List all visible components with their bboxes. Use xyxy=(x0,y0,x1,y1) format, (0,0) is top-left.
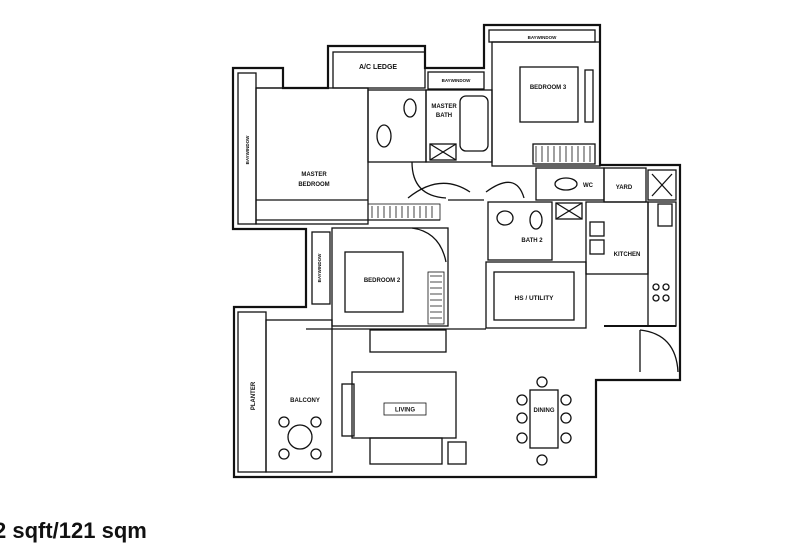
planter-label: PLANTER xyxy=(251,381,257,410)
balcony-label: BALCONY xyxy=(290,398,320,404)
area-caption: 2 sqft/121 sqm xyxy=(0,518,147,543)
baywindow-label: BAYWINDOW xyxy=(245,135,250,165)
wc-label: WC xyxy=(583,183,594,189)
yard-label: YARD xyxy=(616,185,633,191)
master-bath-label: MASTER xyxy=(431,104,457,110)
master-bedroom-box xyxy=(255,87,369,225)
dining-label: DINING xyxy=(534,408,555,414)
bedroom-2-box xyxy=(331,227,449,327)
baywindow-label: BAYWINDOW xyxy=(442,78,472,83)
master-bedroom-label: BEDROOM xyxy=(298,182,329,188)
living-label: LIVING xyxy=(395,408,415,414)
wardrobes xyxy=(367,146,591,325)
bedroom-3-label: BEDROOM 3 xyxy=(530,85,567,91)
bath-2-label: BATH 2 xyxy=(521,238,543,244)
walls xyxy=(231,23,682,479)
ac-ledge-box xyxy=(332,51,426,89)
master-bedroom-label: MASTER xyxy=(301,172,327,178)
hs-utility-label: HS / UTILITY xyxy=(515,295,555,302)
ac-ledge-label: A/C LEDGE xyxy=(359,64,397,71)
hs-utility-box xyxy=(485,261,587,329)
baywindow-label: BAYWINDOW xyxy=(317,253,322,283)
kitchen-label: KITCHEN xyxy=(614,252,641,258)
bedroom-2-label: BEDROOM 2 xyxy=(364,278,401,284)
master-bath-label: BATH xyxy=(436,113,452,119)
bedroom-3-box xyxy=(491,41,601,167)
baywindow-label: BAYWINDOW xyxy=(528,35,558,40)
